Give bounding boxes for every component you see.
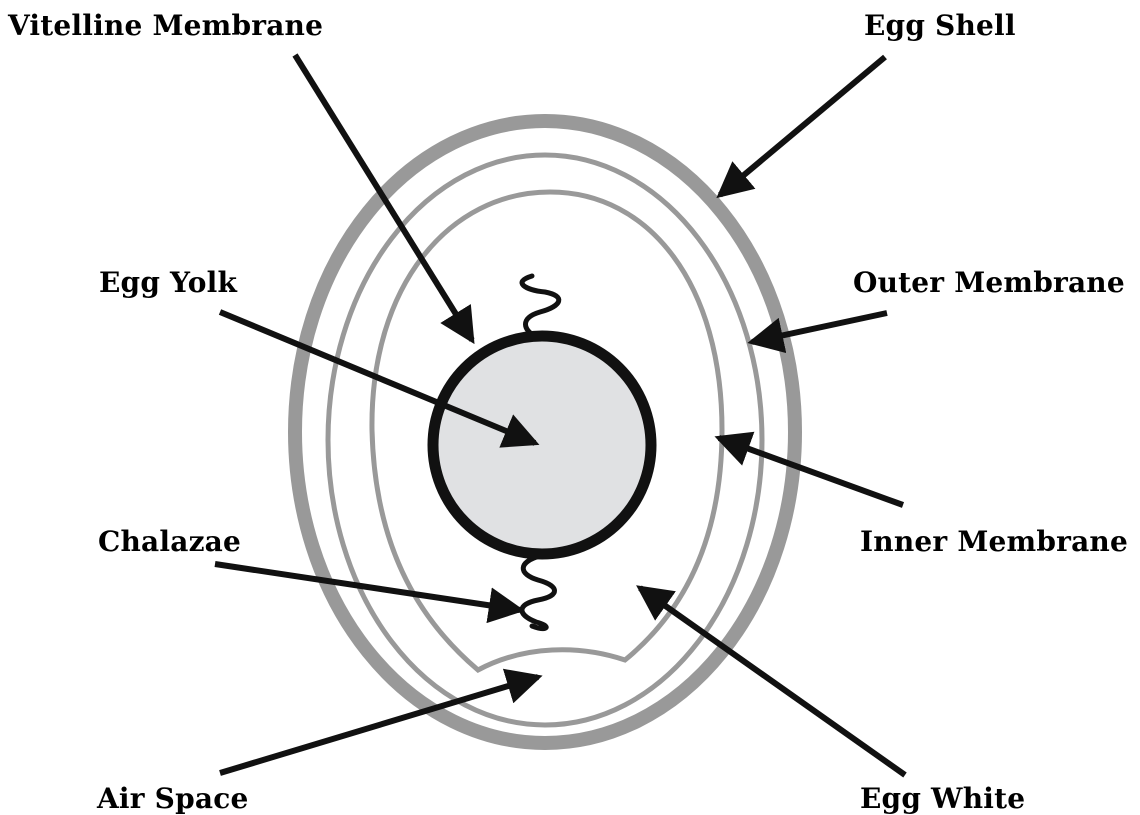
label-chalazae: Chalazae <box>98 528 241 556</box>
label-egg-yolk: Egg Yolk <box>99 269 237 297</box>
arrow-air-space <box>220 677 538 773</box>
label-air-space: Air Space <box>97 785 248 813</box>
label-inner-membrane: Inner Membrane <box>860 528 1128 556</box>
chalazae-bottom <box>522 556 555 629</box>
label-vitelline-membrane: Vitelline Membrane <box>8 12 323 40</box>
egg-yolk <box>433 336 651 554</box>
arrow-egg-shell <box>720 57 885 195</box>
arrow-inner-membrane <box>719 438 903 505</box>
arrow-egg-white <box>640 588 905 775</box>
chalazae-top <box>522 276 559 338</box>
label-outer-membrane: Outer Membrane <box>853 269 1125 297</box>
label-egg-shell: Egg Shell <box>864 12 1016 40</box>
label-egg-white: Egg White <box>860 785 1025 813</box>
